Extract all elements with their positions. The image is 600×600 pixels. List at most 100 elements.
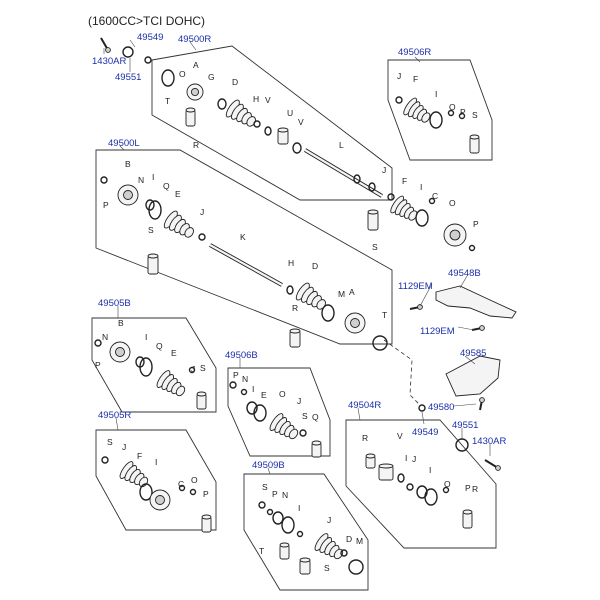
part-number-label: 49500R [178, 34, 211, 45]
i-ring-509B-2 [281, 516, 295, 534]
p-ring-505R [189, 488, 197, 496]
part-letter-label: T [382, 310, 387, 320]
part-letter-label: S [372, 242, 378, 252]
part-letter-label: N [282, 490, 288, 500]
part-letter-label: I [252, 384, 254, 394]
part-letter-label: O [449, 198, 456, 208]
cylinder-cap [378, 463, 394, 469]
part-number-label: 1430AR [472, 436, 506, 447]
p-small-ring [100, 176, 108, 184]
part-letter-label: S [262, 482, 268, 492]
leader-49548B [459, 275, 468, 289]
part-letter-label: J [397, 71, 401, 81]
p-ring-b [94, 339, 102, 347]
part-letter-label: D [346, 534, 352, 544]
part-number-label: 1430AR [92, 56, 126, 67]
seal-q-ring [148, 200, 162, 220]
part-letter-label: V [397, 431, 403, 441]
leader-49549-b [421, 411, 425, 425]
part-letter-label: S [324, 563, 330, 573]
clamp-j-ring-r [387, 193, 395, 201]
cylinder-cap [185, 107, 196, 113]
part-letter-label: M [356, 536, 363, 546]
v-ring-504R [397, 473, 405, 483]
part-number-label: 49551 [452, 420, 478, 431]
part-letter-label: N [102, 332, 108, 342]
leader-1129EM-b [457, 326, 475, 331]
i-ring-509B [272, 511, 284, 525]
cylinder-cap [367, 209, 379, 215]
joint-core [155, 495, 165, 505]
part-letter-label: U [287, 108, 293, 118]
part-number-label: 49548B [448, 268, 481, 279]
p-ring-r [468, 244, 476, 252]
part-letter-label: Q [312, 412, 319, 422]
diagram-artwork [91, 37, 517, 591]
joint-core [350, 318, 360, 328]
cylinder-cap [299, 557, 311, 563]
part-letter-label: P [473, 219, 479, 229]
snap-ring-2 [368, 182, 376, 192]
part-letter-label: I [152, 172, 154, 182]
cylinder-cap [365, 453, 376, 459]
frame-49506R [387, 59, 493, 161]
cylinder-cap [311, 440, 322, 446]
dashed-reference-line [383, 339, 421, 406]
part-letter-label: T [259, 546, 264, 556]
part-letter-label: C [178, 479, 184, 489]
clamp-j-ring-2 [198, 233, 206, 241]
p-ring-small [458, 112, 466, 120]
part-letter-label: R [193, 140, 199, 150]
j-ring-505R [101, 456, 109, 464]
part-letter-label: V [298, 117, 304, 127]
t-ring [372, 335, 388, 351]
part-letter-label: J [200, 207, 204, 217]
part-number-label: 1129EM [420, 326, 455, 337]
p-ring-509B [258, 501, 266, 509]
clamp-small-ring [253, 120, 261, 128]
part-letter-label: J [327, 515, 331, 525]
washer-ring [144, 56, 152, 64]
part-letter-label: K [240, 232, 246, 242]
o-ring-505R [178, 484, 186, 492]
bolt-head-icon [495, 465, 501, 471]
part-letter-label: D [232, 77, 238, 87]
frame-49505R [95, 429, 217, 531]
bolt-head-icon [479, 325, 485, 331]
part-number-label: 49551 [115, 72, 141, 83]
boot-49506B [269, 413, 299, 440]
leader-49500R [189, 41, 197, 51]
boot-fold [175, 385, 186, 397]
part-letter-label: F [137, 451, 142, 461]
part-letter-label: O [279, 389, 286, 399]
boot-49500R-outer [225, 99, 256, 127]
part-letter-label: J [122, 442, 126, 452]
joint-core [115, 347, 125, 357]
boot-fold [288, 428, 299, 440]
part-letter-label: O [191, 475, 198, 485]
part-number-label: 49585 [460, 348, 486, 359]
part-letter-label: J [382, 165, 386, 175]
part-letter-label: N [242, 374, 248, 384]
joint-core [190, 87, 200, 97]
part-number-label: 49504R [348, 400, 381, 411]
part-number-label: 49580 [428, 402, 454, 413]
cylinder-cap [147, 253, 159, 259]
part-letter-label: V [265, 95, 271, 105]
clip-49549 [418, 404, 426, 412]
heat-shield-49585 [445, 355, 501, 397]
part-letter-label: B [125, 159, 131, 169]
frame-49505B [91, 317, 217, 413]
part-letter-label: D [312, 261, 318, 271]
boot-49509B [314, 533, 344, 560]
part-number-label: 49505B [98, 298, 131, 309]
part-letter-label: M [338, 289, 345, 299]
part-letter-label: A [349, 287, 355, 297]
part-letter-label: P [233, 370, 239, 380]
cylinder-cap [289, 328, 301, 334]
leader-49549 [129, 39, 136, 48]
part-letter-label: R [362, 433, 368, 443]
leader-49505R [115, 417, 119, 431]
leader-49580 [453, 403, 477, 407]
part-letter-label: S [200, 363, 206, 373]
